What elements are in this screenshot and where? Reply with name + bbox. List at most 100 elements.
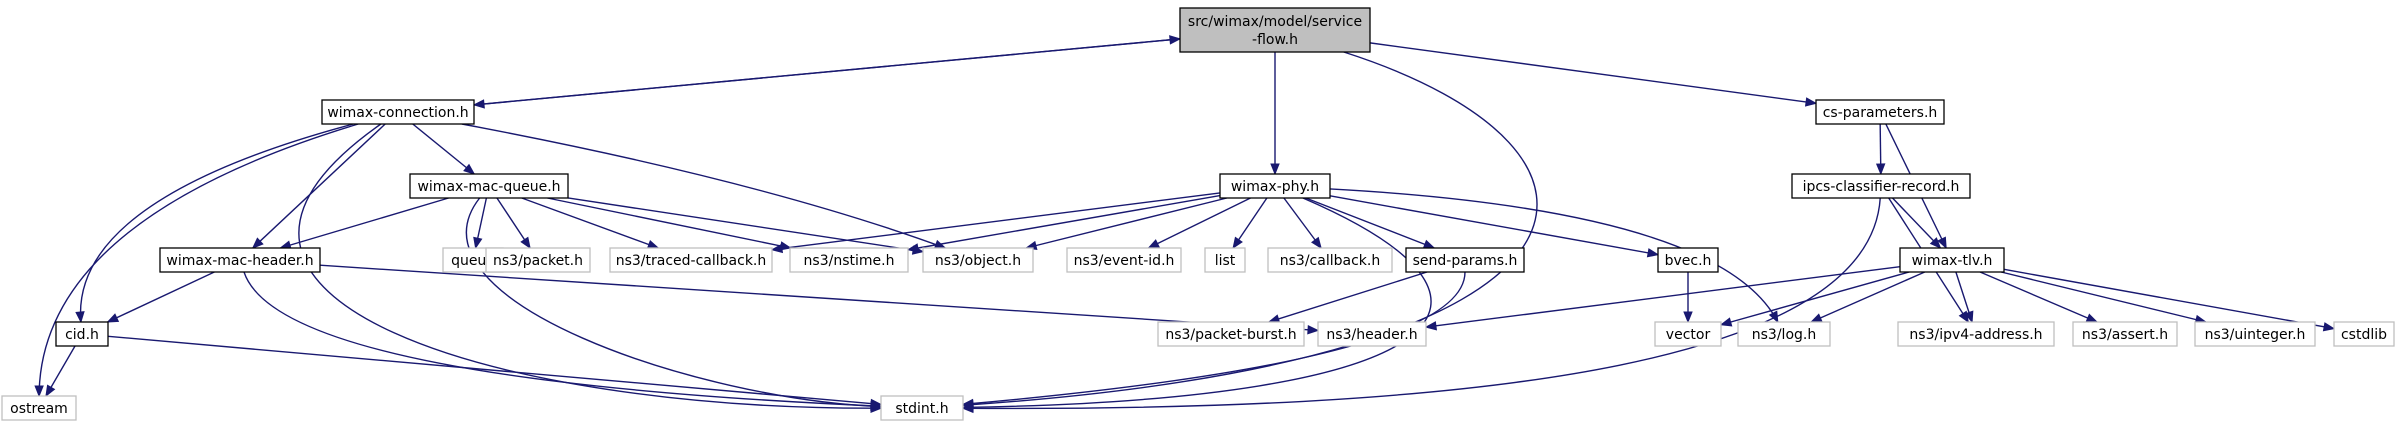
node-cs-parameters[interactable]: cs-parameters.h bbox=[1815, 99, 1945, 125]
node-box bbox=[321, 99, 475, 125]
node-box bbox=[1179, 7, 1371, 53]
node-bvec[interactable]: bvec.h bbox=[1657, 247, 1719, 273]
edge-wimax_connection-to-stdint bbox=[298, 123, 882, 409]
node-label: wimax-tlv.h bbox=[1912, 253, 1993, 269]
node-ns3-assert: ns3/assert.h bbox=[2072, 321, 2178, 347]
edges-layer bbox=[34, 35, 2336, 414]
arrowhead-wimax_mac_header-to-cid bbox=[106, 313, 120, 323]
edge-wimax_phy-to-ns3_traced_callback bbox=[771, 192, 1221, 251]
edge-wimax_mac_header-to-cid bbox=[107, 271, 215, 323]
edge-wimax_mac_queue-to-stdint bbox=[465, 197, 882, 408]
edge-wimax_connection-to-wimax_mac_header bbox=[252, 123, 386, 249]
arrowhead-wimax_connection-to-wimax_mac_queue bbox=[463, 163, 476, 175]
edge-wimax_phy-to-send_params bbox=[1305, 197, 1435, 249]
node-box bbox=[1405, 247, 1525, 273]
node-vector: vector bbox=[1654, 321, 1722, 347]
arrowhead-wimax_phy-to-list bbox=[1232, 236, 1243, 250]
edge-wimax_tlv-to-vector bbox=[1720, 271, 1910, 326]
node-ipcs-classifier-record[interactable]: ipcs-classifier-record.h bbox=[1791, 173, 1971, 199]
edge-send_params-to-ns3_packet_burst bbox=[1268, 271, 1428, 323]
arrowhead-wimax_phy-to-ns3_nstime bbox=[906, 243, 920, 253]
edge-ipcs_classifier_record-to-stdint bbox=[962, 197, 1881, 410]
node-box bbox=[922, 247, 1034, 273]
nodes-layer: src/wimax/model/service-flow.h wimax-conn… bbox=[1, 7, 2395, 421]
edge-wimax_tlv-to-ns3_log bbox=[1810, 271, 1926, 323]
arrowhead-wimax_phy-to-ns3_callback bbox=[1311, 236, 1322, 250]
node-ns3-log: ns3/log.h bbox=[1737, 321, 1831, 347]
node-wimax-tlv[interactable]: wimax-tlv.h bbox=[1899, 247, 2005, 273]
node-box bbox=[1657, 247, 1719, 273]
node-ns3-traced-callback: ns3/traced-callback.h bbox=[609, 247, 773, 273]
node-box bbox=[1, 395, 77, 421]
node-box bbox=[1317, 321, 1427, 347]
node-box bbox=[609, 247, 773, 273]
node-label: ns3/traced-callback.h bbox=[616, 253, 767, 269]
node-box bbox=[1897, 321, 2055, 347]
arrowhead-wimax_tlv-to-ns3_header bbox=[1424, 321, 1438, 331]
node-box bbox=[1654, 321, 1722, 347]
node-wimax-connection[interactable]: wimax-connection.h bbox=[321, 99, 475, 125]
arrowhead-wimax_tlv-to-ns3_ipv4_address bbox=[1964, 310, 1974, 324]
node-wimax-mac-queue[interactable]: wimax-mac-queue.h bbox=[409, 173, 569, 199]
node-ns3-header: ns3/header.h bbox=[1317, 321, 1427, 347]
edge-wimax_connection-to-wimax_mac_queue bbox=[412, 123, 475, 175]
node-cid[interactable]: cid.h bbox=[55, 321, 109, 347]
edge-wimax_mac_queue-to-ns3_object bbox=[567, 197, 924, 253]
edge-wimax_tlv-to-ns3_assert bbox=[1979, 271, 2098, 323]
arrowhead-wimax_phy-to-ns3_event_id bbox=[1147, 239, 1161, 249]
edge-wimax_tlv-to-ns3_uinteger bbox=[2000, 271, 2207, 323]
node-box bbox=[2333, 321, 2395, 347]
node-send-params[interactable]: send-params.h bbox=[1405, 247, 1525, 273]
node-label: ns3/uinteger.h bbox=[2205, 327, 2306, 343]
arrowhead-wimax_phy-to-ns3_traced_callback bbox=[770, 243, 784, 254]
edge-wimax_tlv-to-cstdlib bbox=[2003, 268, 2335, 330]
node-ns3-object: ns3/object.h bbox=[922, 247, 1034, 273]
node-box bbox=[485, 247, 591, 273]
node-label: ns3/callback.h bbox=[1280, 253, 1380, 269]
node-label: ns3/event-id.h bbox=[1074, 253, 1175, 269]
node-box bbox=[2194, 321, 2316, 347]
arrowhead-root-to-wimax_phy bbox=[1270, 163, 1280, 176]
edge-wimax_mac_queue-to-ns3_nstime bbox=[547, 197, 791, 249]
edge-ipcs_classifier_record-to-wimax_tlv bbox=[1892, 197, 1941, 249]
node-box bbox=[789, 247, 909, 273]
node-label: cid.h bbox=[65, 327, 99, 343]
node-label: ipcs-classifier-record.h bbox=[1803, 179, 1960, 195]
node-label: stdint.h bbox=[895, 401, 948, 417]
node-label: ns3/ipv4-address.h bbox=[1909, 327, 2042, 343]
node-box bbox=[1219, 173, 1331, 199]
edge-wimax_mac_header-to-ns3_header bbox=[319, 264, 1319, 332]
arrowhead-bvec-to-vector bbox=[1683, 311, 1693, 324]
node-box bbox=[409, 173, 569, 199]
node-label: cstdlib bbox=[2341, 327, 2387, 343]
node-box bbox=[1066, 247, 1182, 273]
node-label: cs-parameters.h bbox=[1823, 105, 1938, 121]
node-root[interactable]: src/wimax/model/service-flow.h bbox=[1179, 7, 1371, 53]
node-ns3-packet-burst: ns3/packet-burst.h bbox=[1157, 321, 1305, 347]
node-label: send-params.h bbox=[1413, 253, 1518, 269]
edge-cid-to-stdint bbox=[107, 335, 882, 406]
node-box bbox=[1737, 321, 1831, 347]
arrowhead-wimax_connection-to-wimax_mac_header bbox=[251, 237, 264, 249]
node-box bbox=[1791, 173, 1971, 199]
node-label: src/wimax/model/service bbox=[1188, 14, 1362, 30]
node-wimax-phy[interactable]: wimax-phy.h bbox=[1219, 173, 1331, 199]
node-label: wimax-mac-queue.h bbox=[417, 179, 560, 195]
edge-wimax_connection-to-ostream bbox=[38, 123, 359, 397]
node-ns3-event-id: ns3/event-id.h bbox=[1066, 247, 1182, 273]
arrowhead-cs_parameters-to-ipcs_classifier_record bbox=[1875, 163, 1886, 176]
node-box bbox=[159, 247, 321, 273]
node-label: ns3/packet.h bbox=[493, 253, 583, 269]
arrowhead-wimax_tlv-to-ns3_assert bbox=[2085, 313, 2099, 323]
edge-wimax_phy-to-ns3_object bbox=[1025, 197, 1228, 249]
arrowhead-ipcs_classifier_record-to-stdint bbox=[961, 403, 974, 414]
node-ns3-nstime: ns3/nstime.h bbox=[789, 247, 909, 273]
arrowhead-wimax_connection-to-cid bbox=[75, 311, 85, 324]
node-wimax-mac-header[interactable]: wimax-mac-header.h bbox=[159, 247, 321, 273]
node-ns3-callback: ns3/callback.h bbox=[1267, 247, 1393, 273]
arrowhead-root-to-cs_parameters bbox=[1804, 97, 1818, 107]
node-label: ns3/object.h bbox=[935, 253, 1021, 269]
edge-wimax_phy-to-bvec bbox=[1329, 195, 1659, 256]
edge-wimax_connection-to-ns3_object bbox=[461, 123, 946, 249]
